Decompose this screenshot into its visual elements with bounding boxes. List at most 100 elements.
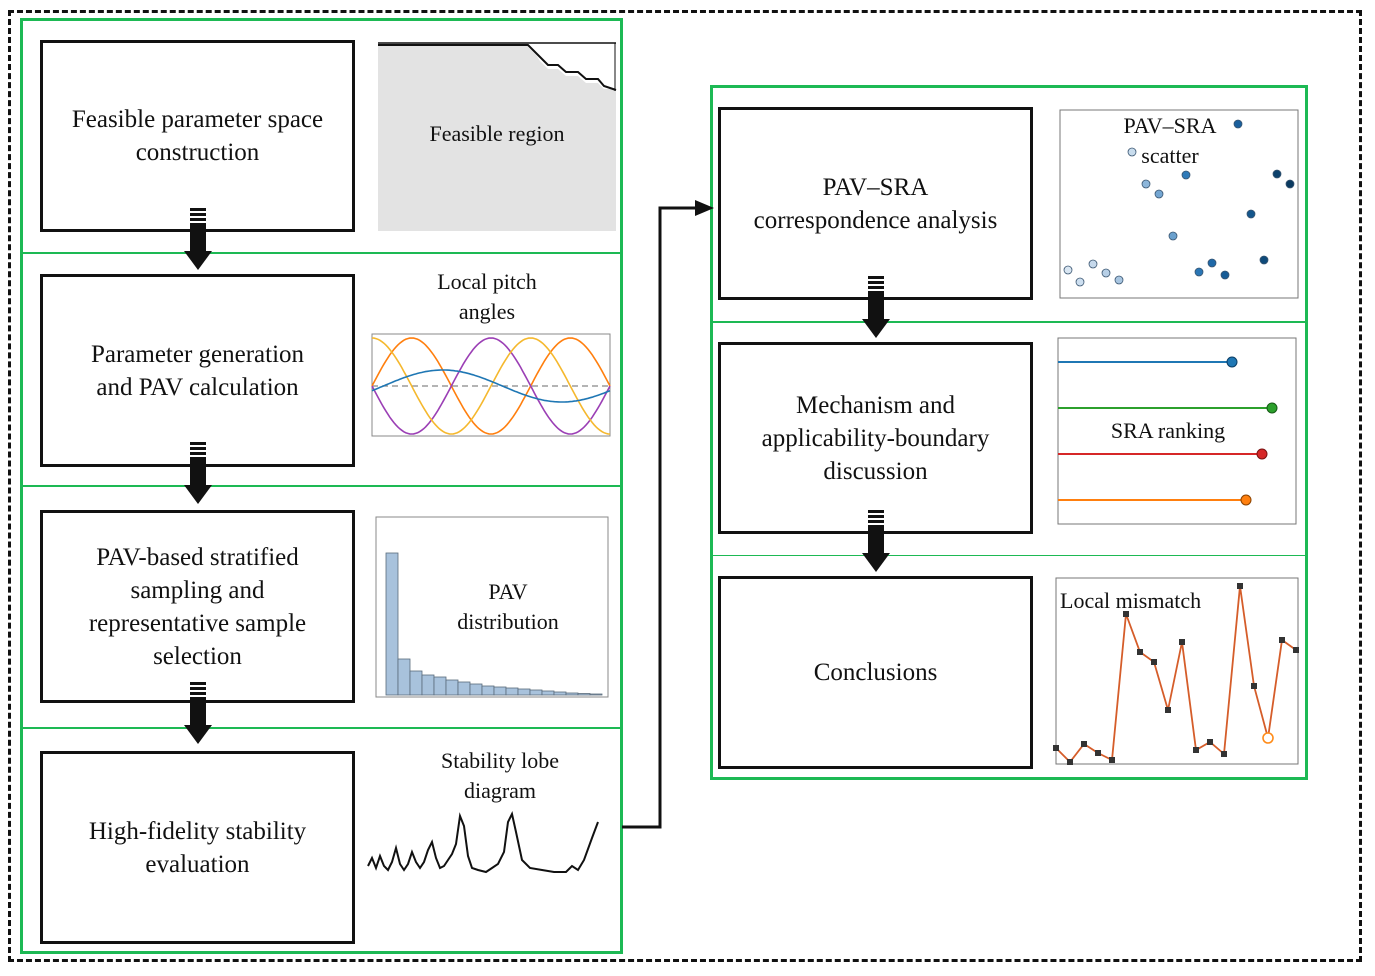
pitch-curve bbox=[371, 369, 611, 403]
mismatch-marker bbox=[1137, 649, 1143, 655]
step-label: PAV-based stratified sampling and repres… bbox=[88, 543, 307, 670]
step-box-feasible-space: Feasible parameter space construction bbox=[40, 40, 355, 232]
hist-bar bbox=[469, 683, 483, 696]
hist-bar bbox=[565, 692, 579, 696]
scatter-point bbox=[1220, 270, 1230, 280]
right-separator-1 bbox=[712, 321, 1306, 323]
scatter-point bbox=[1127, 147, 1137, 157]
hist-bar bbox=[517, 688, 531, 696]
hist-bar bbox=[553, 691, 567, 696]
scatter-point bbox=[1141, 179, 1151, 189]
step-box-conclusions: Conclusions bbox=[718, 576, 1033, 769]
scatter-point bbox=[1063, 265, 1073, 275]
local-mismatch-thumb bbox=[1053, 577, 1299, 765]
scatter-point bbox=[1154, 189, 1164, 199]
hist-bar bbox=[589, 693, 603, 696]
hist-bar bbox=[529, 689, 543, 696]
mismatch-highlight bbox=[1262, 732, 1274, 744]
hist-bar bbox=[493, 686, 507, 696]
mismatch-marker bbox=[1053, 745, 1059, 751]
step-box-stability-evaluation: High-fidelity stability evaluation bbox=[40, 751, 355, 944]
right-panel bbox=[710, 85, 1308, 780]
mismatch-marker bbox=[1123, 611, 1129, 617]
hist-bar bbox=[457, 681, 471, 696]
scatter-point bbox=[1246, 209, 1256, 219]
hist-bar bbox=[397, 658, 411, 696]
step-label: Feasible parameter space construction bbox=[71, 106, 324, 166]
feasible-region-thumb bbox=[378, 42, 617, 231]
scatter-point bbox=[1075, 277, 1085, 287]
arrow-down-icon bbox=[184, 208, 212, 270]
left-panel bbox=[20, 18, 623, 954]
hist-bar bbox=[385, 552, 399, 696]
mismatch-marker bbox=[1109, 757, 1115, 763]
thumb-label: Local pitch angles bbox=[437, 269, 537, 324]
mismatch-marker bbox=[1067, 759, 1073, 765]
thumb-label: PAV–SRA scatter bbox=[1123, 113, 1217, 168]
step-box-correspondence-analysis: PAV–SRA correspondence analysis bbox=[718, 107, 1033, 300]
thumb-label: Stability lobe diagram bbox=[441, 748, 559, 803]
mismatch-marker bbox=[1193, 747, 1199, 753]
hist-bar bbox=[541, 690, 555, 696]
left-separator-2 bbox=[22, 485, 621, 487]
mismatch-marker bbox=[1293, 647, 1299, 653]
mismatch-marker bbox=[1251, 683, 1257, 689]
arrow-down-icon bbox=[862, 510, 890, 572]
mismatch-marker bbox=[1237, 583, 1243, 589]
hist-bar bbox=[577, 693, 591, 696]
step-label: Mechanism and applicability-boundary dis… bbox=[761, 391, 990, 485]
arrow-down-icon bbox=[184, 442, 212, 504]
arrow-down-icon bbox=[184, 682, 212, 744]
scatter-point bbox=[1207, 258, 1217, 268]
pitch-curve bbox=[371, 337, 611, 435]
pitch-curve bbox=[371, 337, 611, 435]
step-label: PAV–SRA correspondence analysis bbox=[753, 173, 998, 234]
arrow-down-icon bbox=[862, 276, 890, 338]
stability-lobe-thumb bbox=[367, 811, 599, 874]
hist-bar bbox=[481, 685, 495, 696]
step-box-mechanism-discussion: Mechanism and applicability-boundary dis… bbox=[718, 342, 1033, 534]
hist-bar bbox=[433, 676, 447, 696]
scatter-point bbox=[1272, 169, 1282, 179]
step-label: High-fidelity stability evaluation bbox=[88, 817, 307, 878]
arrow-right-icon bbox=[695, 200, 714, 216]
mismatch-marker bbox=[1165, 707, 1171, 713]
scatter-point bbox=[1114, 275, 1124, 285]
hist-bar bbox=[421, 674, 435, 696]
thumb-label: Feasible region bbox=[429, 121, 565, 146]
mismatch-marker bbox=[1095, 750, 1101, 756]
hist-bar bbox=[505, 687, 519, 696]
pitch-curve bbox=[371, 337, 611, 435]
mismatch-marker bbox=[1179, 639, 1185, 645]
scatter-point bbox=[1181, 170, 1191, 180]
scatter-point bbox=[1233, 119, 1243, 129]
step-label: Parameter generation and PAV calculation bbox=[90, 340, 305, 401]
left-separator-3 bbox=[22, 727, 621, 729]
thumb-label: PAV distribution bbox=[457, 579, 559, 634]
thumb-label: SRA ranking bbox=[1080, 416, 1256, 446]
hist-bar bbox=[445, 679, 459, 696]
scatter-point bbox=[1101, 268, 1111, 278]
scatter-point bbox=[1168, 231, 1178, 241]
mismatch-marker bbox=[1279, 637, 1285, 643]
scatter-point bbox=[1194, 267, 1204, 277]
outer-frame bbox=[8, 10, 1362, 962]
step-box-parameter-generation: Parameter generation and PAV calculation bbox=[40, 274, 355, 467]
connector-line bbox=[622, 206, 696, 829]
step-label: Conclusions bbox=[813, 659, 938, 686]
mismatch-marker bbox=[1151, 659, 1157, 665]
pav-distribution-thumb bbox=[375, 516, 609, 698]
mismatch-marker bbox=[1081, 741, 1087, 747]
scatter-point bbox=[1285, 179, 1295, 189]
left-separator-1 bbox=[22, 252, 621, 254]
hist-bar bbox=[409, 670, 423, 696]
scatter-point bbox=[1259, 255, 1269, 265]
step-box-stratified-sampling: PAV-based stratified sampling and repres… bbox=[40, 510, 355, 703]
right-separator-2 bbox=[712, 555, 1306, 556]
mismatch-marker bbox=[1207, 739, 1213, 745]
pitch-angles-thumb bbox=[371, 333, 611, 437]
scatter-point bbox=[1088, 259, 1098, 269]
pav-sra-scatter-thumb bbox=[1059, 109, 1299, 299]
thumb-label: Local mismatch bbox=[1060, 588, 1202, 613]
